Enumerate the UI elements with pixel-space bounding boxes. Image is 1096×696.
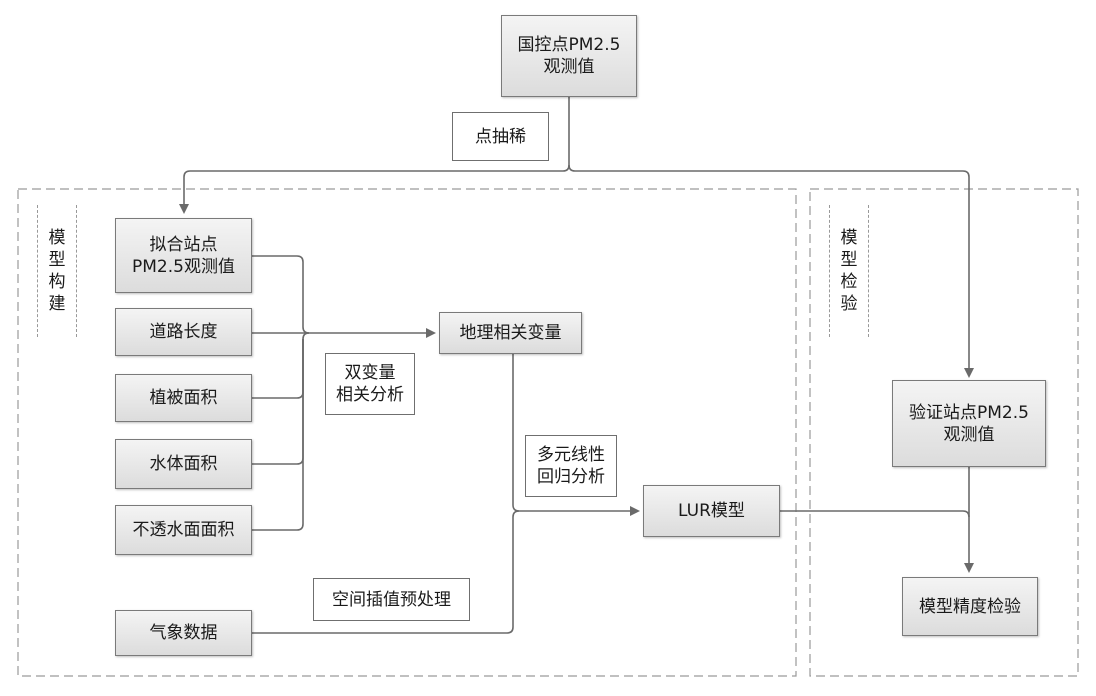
model-build-group-frame	[17, 188, 797, 677]
connector-water	[252, 339, 304, 465]
vegetation-area-node: 植被面积	[115, 374, 252, 422]
connector-fit-station	[252, 255, 436, 338]
verification-station-pm25-node: 验证站点PM2.5 观测值	[892, 380, 1046, 467]
connector-top-to-verify	[568, 164, 974, 378]
geographic-variables-node: 地理相关变量	[439, 312, 582, 354]
connector-lur-to-check	[780, 510, 970, 518]
connector-vegetation	[252, 332, 310, 399]
water-area-node: 水体面积	[115, 439, 252, 489]
bivariate-correlation-label: 双变量 相关分析	[325, 353, 415, 415]
lur-model-node: LUR模型	[643, 485, 780, 537]
spatial-interpolation-label: 空间插值预处理	[313, 578, 470, 621]
connector-meteo-to-lur	[252, 510, 520, 634]
road-length-node: 道路长度	[115, 308, 252, 356]
impervious-area-node: 不透水面面积	[115, 505, 252, 555]
connector-impervious	[252, 339, 304, 531]
model-verify-group-frame	[809, 188, 1079, 677]
model-verify-label: 模 型 检 验	[829, 205, 869, 337]
national-pm25-observation-node: 国控点PM2.5 观测值	[501, 15, 637, 97]
multiple-linear-regression-label: 多元线性 回归分析	[525, 435, 617, 497]
fitting-station-pm25-node: 拟合站点 PM2.5观测值	[115, 218, 252, 293]
point-thinning-label: 点抽稀	[452, 112, 549, 161]
model-build-label: 模 型 构 建	[37, 205, 77, 337]
model-accuracy-check-node: 模型精度检验	[902, 577, 1038, 636]
meteorological-data-node: 气象数据	[115, 610, 252, 656]
